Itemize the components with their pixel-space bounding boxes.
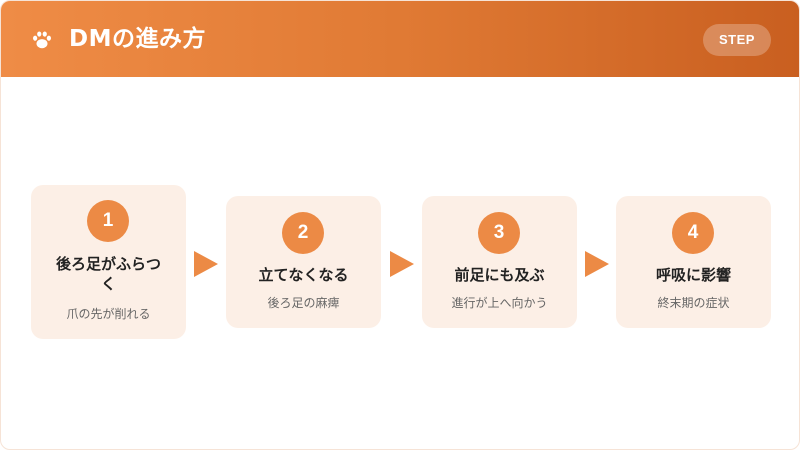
step-card-3: 3 前足にも及ぶ 進行が上へ向かう (422, 196, 577, 328)
paw-icon (33, 31, 51, 49)
arrow-right-icon (585, 251, 609, 277)
step-title: 前足にも及ぶ (454, 266, 545, 284)
arrow-right-icon (390, 251, 414, 277)
step-card-2: 2 立てなくなる 後ろ足の麻痺 (226, 196, 381, 328)
step-title: 立てなくなる (258, 266, 349, 284)
step-title: 呼吸に影響 (655, 266, 731, 284)
step-subtitle: 後ろ足の麻痺 (267, 296, 340, 310)
step-card-1: 1 後ろ足がふらつ く 爪の先が削れる (31, 185, 186, 339)
step-title-line2: く (100, 275, 116, 293)
step-subtitle: 爪の先が削れる (66, 307, 151, 321)
step-title-line1: 後ろ足がふらつ (55, 255, 161, 273)
header-bar: DMの進み方 STEP (1, 1, 799, 77)
step-subtitle: 進行が上へ向かう (451, 296, 548, 310)
step-subtitle: 終末期の症状 (657, 296, 730, 310)
step-badge: STEP (703, 24, 771, 56)
page-title: DMの進み方 (69, 26, 206, 52)
step-number-badge: 2 (282, 212, 324, 254)
step-card-4: 4 呼吸に影響 終末期の症状 (616, 196, 771, 328)
step-number-badge: 3 (478, 212, 520, 254)
step-number-badge: 1 (87, 200, 129, 242)
arrow-right-icon (194, 251, 218, 277)
step-number-badge: 4 (672, 212, 714, 254)
